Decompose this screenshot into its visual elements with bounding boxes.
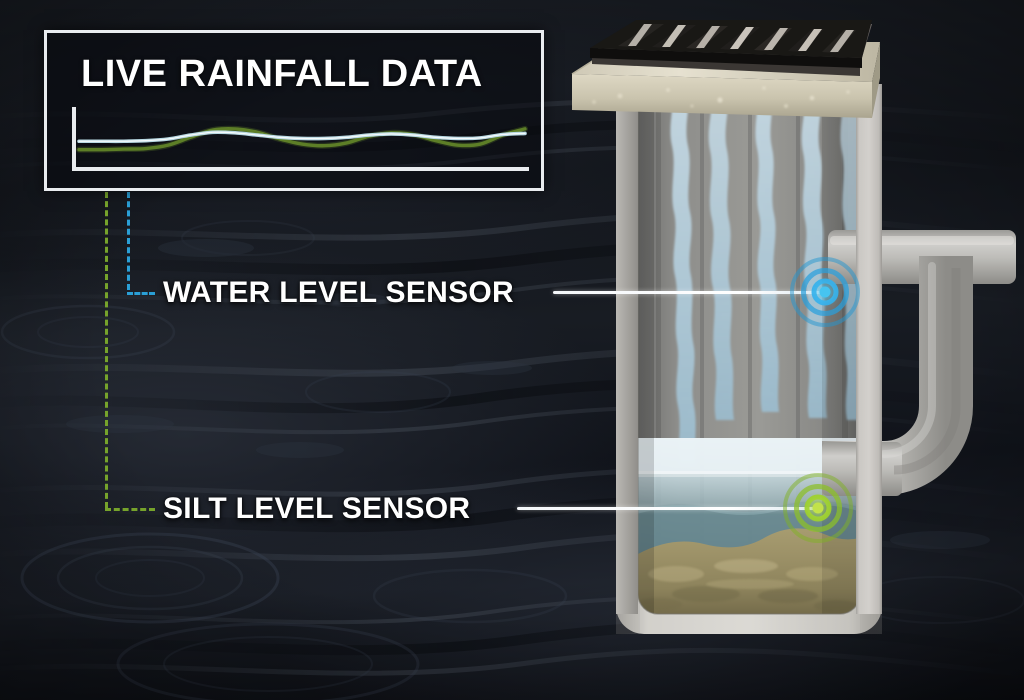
live-rainfall-data-panel: LIVE RAINFALL DATA	[44, 30, 544, 191]
pulse-ring-mid	[801, 268, 849, 316]
silt-sensor-dashed-connector-horizontal	[105, 508, 155, 511]
chart-axis	[72, 107, 529, 171]
grate-bar-highlights	[628, 24, 854, 52]
pulse-ring-outer	[783, 473, 853, 543]
chart-series-rainfall-glow	[76, 125, 528, 153]
silt-layer	[638, 528, 860, 614]
water-level-sensor-label: WATER LEVEL SENSOR	[163, 276, 515, 309]
wall-cut-face-right	[856, 84, 882, 614]
water-sensor-dashed-connector-vertical	[127, 192, 130, 290]
pulse-core	[819, 286, 831, 298]
gully-pot-cutaway	[560, 18, 1024, 658]
pulse-core	[812, 502, 824, 514]
water-level-sensor-indicator[interactable]	[787, 254, 863, 330]
silt-sensor-leader-line	[517, 507, 819, 510]
water-sensor-dashed-connector-horizontal	[127, 292, 155, 295]
chart-series-water-trace	[77, 130, 527, 144]
silt-sensor-dashed-connector-vertical	[105, 192, 108, 508]
pulse-ring-inner	[804, 494, 832, 522]
panel-title: LIVE RAINFALL DATA	[81, 53, 483, 95]
chamber-illustration	[571, 20, 1016, 634]
silt-level-sensor-indicator[interactable]	[780, 470, 856, 546]
drain-grate	[590, 20, 872, 68]
chart-series-water-core	[78, 131, 526, 142]
wall-cut-face-left	[616, 84, 638, 614]
silt-level-sensor-label: SILT LEVEL SENSOR	[163, 492, 471, 525]
pulse-ring-mid	[794, 484, 842, 532]
water-sensor-leader-line	[553, 291, 825, 294]
rainfall-chart	[72, 107, 529, 171]
pulse-ring-inner	[811, 278, 839, 306]
chart-series-rainfall-trace	[77, 127, 527, 152]
pulse-ring-outer	[790, 257, 860, 327]
